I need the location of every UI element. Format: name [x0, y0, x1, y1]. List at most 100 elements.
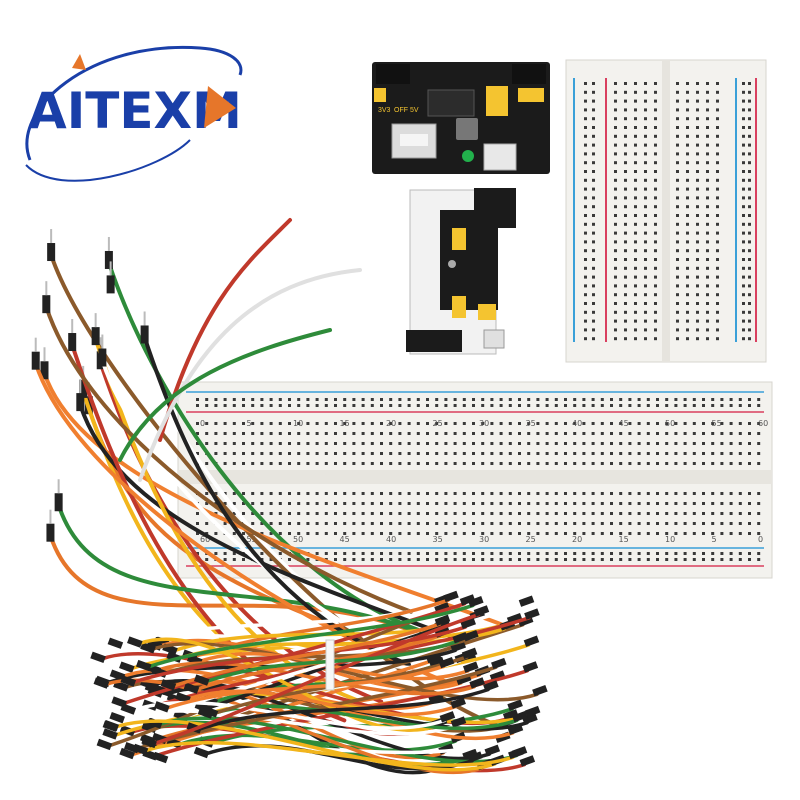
breadboard-hole — [582, 512, 586, 515]
breadboard-hole — [591, 558, 595, 561]
breadboard-hole — [686, 99, 689, 103]
breadboard-hole — [297, 442, 301, 445]
breadboard-hole — [407, 532, 411, 535]
breadboard-hole — [584, 249, 587, 253]
breadboard-hole — [686, 214, 689, 217]
breadboard-hole — [536, 558, 540, 561]
breadboard-hole — [742, 222, 745, 226]
breadboard-hole — [315, 398, 319, 401]
breadboard-hole — [634, 82, 637, 85]
breadboard-hole — [696, 266, 699, 270]
breadboard-hole — [702, 502, 705, 505]
breadboard-hole — [706, 134, 709, 138]
breadboard-hole — [706, 196, 709, 200]
breadboard-hole — [742, 108, 745, 112]
breadboard-hole — [706, 178, 709, 182]
breadboard-hole — [370, 462, 374, 465]
breadboard-hole — [692, 432, 696, 435]
breadboard-hole — [716, 284, 719, 288]
voltage-label-3v3: 3V3 — [378, 107, 391, 114]
breadboard-hole — [706, 266, 709, 270]
breadboard-hole — [435, 558, 439, 561]
breadboard-hole — [306, 462, 310, 465]
breadboard-hole — [288, 502, 291, 505]
column-number: 30 — [479, 419, 489, 428]
breadboard-hole — [269, 398, 273, 401]
breadboard-hole — [398, 398, 402, 401]
breadboard-hole — [692, 552, 696, 555]
breadboard-hole — [564, 532, 567, 535]
breadboard-hole — [729, 404, 733, 407]
breadboard-hole — [702, 558, 705, 561]
breadboard-hole — [584, 205, 587, 209]
breadboard-hole — [738, 442, 742, 445]
breadboard-hole — [742, 266, 745, 270]
wire-connector-icon — [502, 709, 519, 721]
breadboard-hole — [343, 558, 347, 561]
breadboard-hole — [692, 532, 696, 535]
breadboard-hole — [614, 134, 617, 138]
breadboard-hole — [416, 532, 420, 535]
breadboard-hole — [499, 522, 503, 525]
breadboard-hole — [481, 552, 485, 555]
breadboard-hole — [370, 432, 374, 435]
breadboard-hole — [702, 492, 705, 495]
breadboard-hole — [453, 522, 457, 525]
breadboard-hole — [720, 442, 724, 445]
breadboard-hole — [278, 398, 282, 401]
breadboard-hole — [361, 512, 365, 515]
breadboard-hole — [278, 512, 282, 515]
breadboard-hole — [352, 552, 356, 555]
breadboard-hole — [416, 404, 420, 407]
power-module-top: 3V3 OFF 5V — [372, 62, 550, 174]
breadboard-hole — [634, 143, 637, 147]
breadboard-hole — [361, 462, 365, 465]
breadboard-hole — [729, 452, 733, 455]
breadboard-hole — [748, 134, 751, 138]
breadboard-hole — [706, 161, 709, 165]
breadboard-hole — [334, 502, 337, 505]
breadboard-hole — [223, 462, 227, 465]
wire-connector-icon — [459, 594, 476, 606]
breadboard-hole — [315, 404, 319, 407]
breadboard-hole — [619, 552, 623, 555]
breadboard-hole — [686, 187, 689, 191]
breadboard-hole — [334, 552, 337, 555]
column-number: 0 — [200, 419, 205, 428]
breadboard-hole — [716, 249, 719, 253]
breadboard-hole — [545, 398, 549, 401]
breadboard-hole — [729, 558, 733, 561]
breadboard-hole — [702, 398, 705, 401]
breadboard-hole — [508, 522, 512, 525]
breadboard-hole — [674, 432, 678, 435]
breadboard-hole — [592, 240, 595, 244]
breadboard-hole — [508, 432, 512, 435]
breadboard-hole — [591, 432, 595, 435]
breadboard-hole — [426, 432, 429, 435]
breadboard-hole — [196, 552, 199, 555]
breadboard-hole — [380, 422, 383, 425]
breadboard-hole — [624, 205, 627, 209]
breadboard-hole — [706, 187, 709, 191]
breadboard-hole — [380, 442, 383, 445]
breadboard-hole — [370, 522, 374, 525]
breadboard-hole — [644, 302, 647, 305]
breadboard-hole — [610, 422, 613, 425]
breadboard-hole — [343, 404, 347, 407]
breadboard-hole — [628, 512, 632, 515]
breadboard-hole — [324, 462, 328, 465]
breadboard-hole — [748, 266, 751, 270]
breadboard-hole — [251, 432, 255, 435]
wire-connector-icon — [140, 325, 149, 344]
breadboard-hole — [654, 117, 657, 121]
breadboard-hole — [742, 99, 745, 103]
breadboard-hole — [573, 398, 577, 401]
breadboard-hole — [545, 492, 549, 495]
wire-connector-icon — [439, 711, 456, 723]
breadboard-hole — [624, 187, 627, 191]
breadboard-hole — [706, 310, 709, 314]
column-number: 60 — [200, 535, 210, 544]
breadboard-hole — [742, 187, 745, 191]
breadboard-hole — [223, 502, 227, 505]
breadboard-hole — [462, 522, 466, 525]
